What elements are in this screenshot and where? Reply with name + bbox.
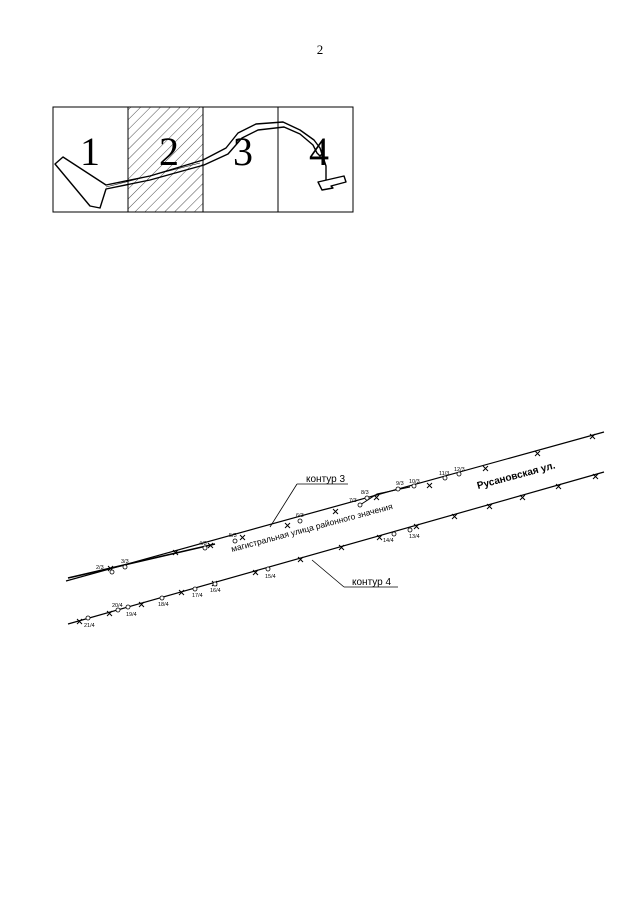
point-label: 3/3 — [121, 559, 129, 565]
key-map-route-t-shape — [317, 175, 347, 191]
contour-3-points — [109, 471, 462, 575]
point-label: 9/3 — [396, 481, 404, 487]
point-label: 11/3 — [439, 471, 449, 477]
site-plan: 2/3 3/3 4/3 5/3 6/3 7/3 8/3 9/3 10/3 11/… — [65, 431, 605, 629]
key-map-sheet-1-label: 1 — [80, 129, 100, 174]
point-label: 16/4 — [210, 588, 221, 594]
point-label: 5/3 — [229, 533, 237, 539]
key-map-route-inner — [105, 162, 201, 188]
point-label: 2/3 — [96, 565, 104, 571]
contour-3-label: контур 3 — [306, 474, 345, 485]
key-map-route-outline — [54, 121, 323, 209]
point-label: 14/4 — [383, 538, 394, 544]
key-map-route-stem — [321, 153, 327, 180]
contour-3-line — [65, 431, 605, 582]
point-label: 17/4 — [192, 593, 203, 599]
point-label: 15/4 — [265, 574, 276, 580]
street-label: Русановская ул. — [476, 460, 557, 492]
point-label: 10/3 — [409, 479, 420, 485]
contour-4-points — [85, 527, 413, 621]
contour-3-crosses — [107, 433, 596, 572]
point-label: 6/3 — [296, 513, 304, 519]
contour-3-line-double — [67, 543, 216, 579]
page-number: 2 — [316, 42, 324, 57]
point-label: 18/4 — [158, 602, 169, 608]
contour-4-line — [67, 471, 605, 625]
point-label: 12/3 — [454, 467, 465, 473]
contour-4-leader — [311, 559, 345, 588]
key-map-sheet-2-label: 2 — [159, 129, 179, 174]
contour-4-crosses — [76, 473, 599, 625]
road-label: магистральная улица районного значения — [230, 501, 394, 554]
point-label: 13/4 — [409, 534, 420, 540]
point-label: 19/4 — [126, 612, 137, 618]
point-label: 7/3 — [349, 498, 357, 504]
key-map: 1 2 3 4 — [52, 106, 354, 213]
contour-3-leader — [269, 483, 298, 528]
point-label: 4/3 — [199, 541, 207, 547]
point-label: 20/4 — [112, 603, 123, 609]
key-map-sheet-2-hatch — [128, 107, 203, 212]
point-label: 21/4 — [84, 623, 95, 629]
point-label: 8/3 — [361, 490, 369, 496]
key-map-sheet-3-label: 3 — [233, 129, 253, 174]
contour-4-label: контур 4 — [352, 577, 391, 588]
